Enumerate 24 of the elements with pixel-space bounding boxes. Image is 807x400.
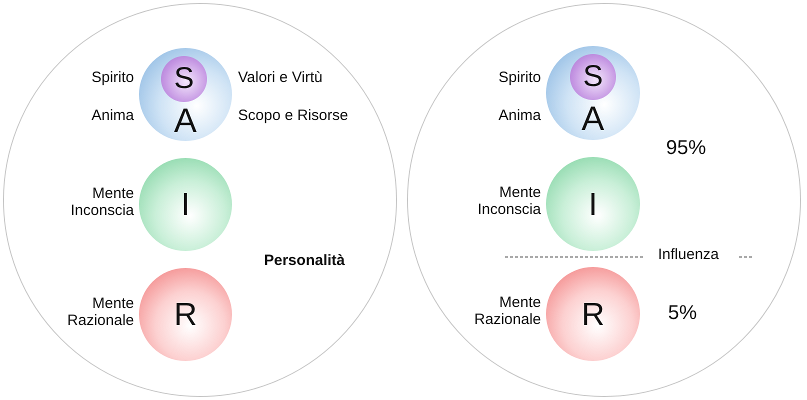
sphere-letter: I	[181, 186, 190, 223]
side-label: Mente Inconscia	[476, 185, 541, 218]
annotation-text: 95%	[666, 137, 706, 159]
sphere-letter: A	[582, 100, 604, 139]
circle-title: Personalità	[264, 252, 345, 269]
annotation-text: Influenza	[658, 247, 719, 264]
side-label: Anima	[90, 108, 134, 124]
sphere-letter: S	[583, 60, 604, 94]
sphere-letter: R	[582, 296, 605, 332]
sphere-letter: R	[174, 296, 198, 333]
sphere-letter: S	[174, 62, 194, 96]
side-label: Spirito	[497, 70, 541, 86]
side-label: Scopo e Risorse	[238, 108, 348, 124]
sphere-letter: A	[174, 102, 197, 141]
side-label: Spirito	[90, 70, 134, 86]
side-label: Mente Inconscia	[70, 186, 134, 219]
sphere-letter: I	[588, 186, 598, 222]
side-label: Anima	[497, 108, 541, 124]
side-label: Mente Razionale	[66, 296, 134, 329]
side-label: Valori e Virtù	[238, 70, 322, 86]
sphere	[161, 56, 207, 102]
side-label: Mente Razionale	[473, 295, 541, 328]
annotation-text: 5%	[668, 302, 697, 324]
sphere	[570, 54, 616, 100]
